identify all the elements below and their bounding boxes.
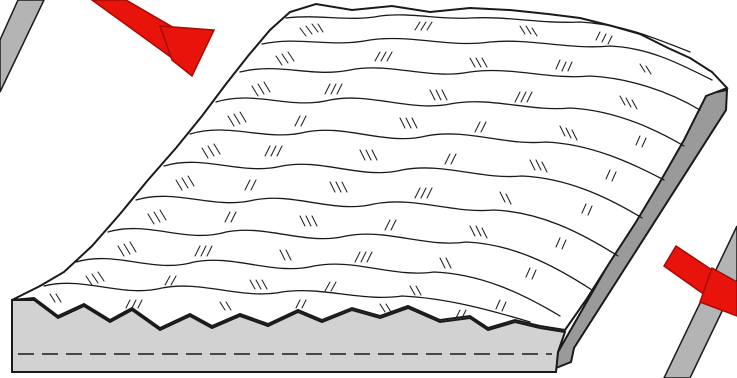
frame-strip-left xyxy=(0,0,44,92)
hummocky-terrain xyxy=(12,4,727,330)
arrow-top xyxy=(92,0,214,76)
arrow-top-head xyxy=(160,26,214,76)
